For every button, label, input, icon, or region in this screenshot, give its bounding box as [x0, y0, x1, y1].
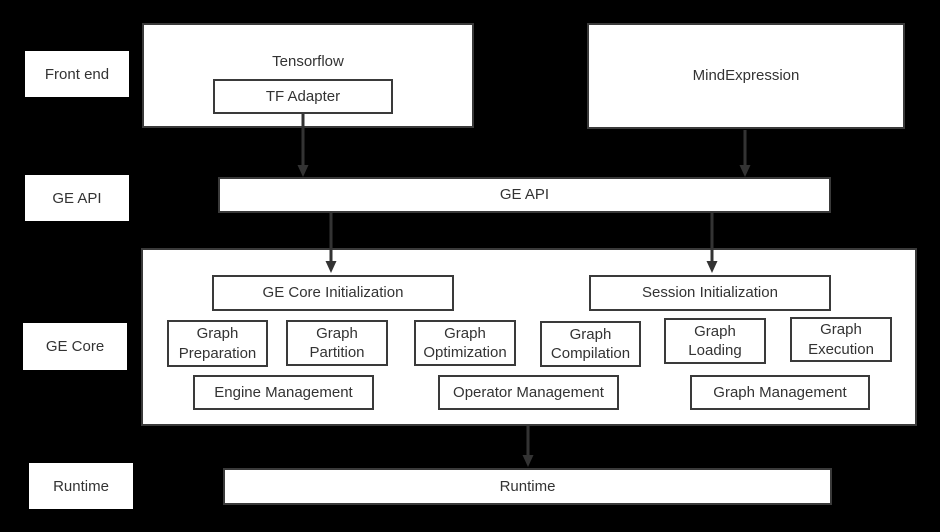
tensorflow-box: Tensorflow TF Adapter — [142, 23, 474, 128]
session-initialization-box: Session Initialization — [589, 275, 831, 311]
engine-management-label: Engine Management — [214, 383, 353, 401]
layer-label-runtime: Runtime — [29, 463, 133, 509]
layer-label-ge-api: GE API — [25, 175, 129, 221]
engine-management-box: Engine Management — [193, 375, 374, 410]
graph-partition-box: Graph Partition — [286, 320, 388, 366]
operator-management-label: Operator Management — [453, 383, 604, 401]
graph-optimization-box: Graph Optimization — [414, 320, 516, 366]
mindexpression-label: MindExpression — [692, 67, 800, 85]
graph-execution-label: Graph Execution — [808, 321, 874, 358]
ge-core-initialization-box: GE Core Initialization — [212, 275, 454, 311]
tf-adapter-label: TF Adapter — [265, 87, 341, 105]
arrow-mindexpression-to-ge-api — [739, 130, 751, 177]
runtime-bar: Runtime — [223, 468, 832, 505]
graph-partition-label: Graph Partition — [309, 324, 365, 362]
runtime-label: Runtime — [499, 477, 556, 495]
graph-management-label: Graph Management — [713, 383, 847, 401]
graph-optimization-label: Graph Optimization — [423, 324, 507, 362]
operator-management-box: Operator Management — [438, 375, 619, 410]
graph-preparation-box: Graph Preparation — [167, 320, 268, 367]
layer-label-front-end: Front end — [25, 51, 129, 97]
graph-loading-box: Graph Loading — [664, 318, 766, 364]
graph-management-box: Graph Management — [690, 375, 870, 410]
ge-api-label: GE API — [499, 186, 550, 204]
graph-preparation-label: Graph Preparation — [178, 325, 257, 362]
mindexpression-box: MindExpression — [587, 23, 905, 129]
arrow-ge-core-to-runtime — [522, 426, 534, 467]
ge-core-box: GE Core Initialization Session Initializ… — [141, 248, 917, 426]
graph-loading-label: Graph Loading — [688, 322, 742, 360]
tf-adapter-box: TF Adapter — [213, 79, 393, 114]
tensorflow-label: Tensorflow — [272, 53, 344, 70]
graph-compilation-label: Graph Compilation — [550, 325, 631, 363]
layer-label-ge-core: GE Core — [23, 323, 127, 370]
session-initialization-label: Session Initialization — [642, 284, 778, 302]
ge-core-initialization-label: GE Core Initialization — [262, 284, 404, 302]
graph-compilation-box: Graph Compilation — [540, 321, 641, 367]
graph-execution-box: Graph Execution — [790, 317, 892, 362]
ge-api-bar: GE API — [218, 177, 831, 213]
